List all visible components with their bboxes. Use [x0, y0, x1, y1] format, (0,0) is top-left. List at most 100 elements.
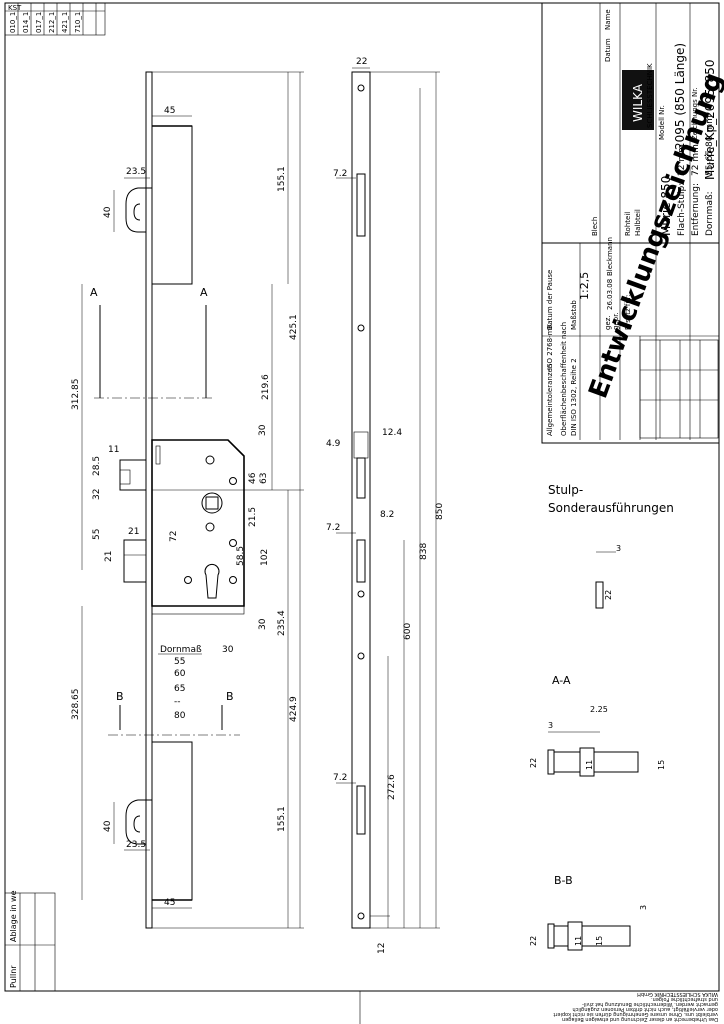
dim-label: 45	[164, 106, 175, 116]
dim-label: 272.6	[387, 774, 397, 800]
dim-label: 72	[169, 531, 179, 542]
datum-label: Datum	[604, 38, 612, 62]
dim-label: 22	[529, 758, 538, 768]
stulp-detail: Stulp- Sonderausführungen 3 22	[548, 483, 674, 609]
dim-label: 11	[585, 760, 594, 770]
dim-label: 7.2	[326, 523, 340, 533]
title-block: WILKA SCHLIESSTECHNIK Modell Nr. 2095 (8…	[541, 2, 720, 444]
dim-label: 12	[377, 943, 387, 954]
drawing-frame	[4, 2, 720, 992]
dim-label: 21.5	[248, 507, 258, 527]
dim-label: 45	[164, 898, 175, 908]
dim-label: 23.5	[126, 840, 146, 850]
dim-label: 40	[103, 820, 113, 832]
revision-row: 212_1	[48, 12, 56, 33]
dim-label: 7.2	[333, 773, 347, 783]
faceplate-side-view	[351, 71, 371, 929]
rohteil-label: Rohteil	[624, 212, 632, 236]
dim-label: 30	[258, 424, 268, 436]
dim-label: 28.5	[92, 456, 102, 476]
dim-label: 55	[92, 529, 102, 540]
dim-label: 22	[604, 590, 613, 600]
allg-tol-label: Allgemeintoleranzen	[546, 364, 554, 436]
footer-line: Das Urheberrecht an dieser Zeichnung und…	[562, 1016, 718, 1022]
section-aa-title: A-A	[552, 674, 571, 687]
section-bb: B-B 3 22 11 15	[529, 874, 648, 951]
footer-line: gemacht werden. Widerrechtliche Benutzun…	[582, 1001, 718, 1007]
lock-front-view	[119, 71, 245, 929]
section-aa: A-A 2.25 3 22 11 15	[529, 674, 666, 777]
gez-date: 26.03.08	[606, 279, 614, 310]
halbteil-label: Halbteil	[634, 209, 642, 236]
dim-label: 23.5	[126, 167, 146, 177]
revision-row: 014_1	[22, 12, 30, 33]
massstab-label: Maßstab	[570, 300, 578, 330]
dim-label: 7.2	[333, 169, 347, 179]
company-sub: SCHLIESSTECHNIK	[646, 63, 654, 128]
section-a-right: A	[200, 286, 208, 299]
dim-label: 424.9	[289, 696, 299, 722]
dim-label: 850	[435, 503, 445, 520]
dim-label: 12.4	[382, 428, 402, 438]
ersatz-label: Ersatz für:	[624, 294, 632, 330]
dim-label: 21	[104, 551, 114, 562]
section-markers: A A B B	[90, 286, 240, 736]
werkstoff-label: Blech	[591, 217, 599, 236]
footer-line: WILKA SCHLIESSTECHNIK GmbH	[637, 991, 718, 997]
dim-label: 4.9	[326, 439, 341, 449]
footer-line: oder vervielfältigt, auch nicht dritten …	[572, 1006, 718, 1012]
revision-table: KST 010_1 014_1 017_1 212_1 421_1 710_1	[4, 2, 106, 36]
gepr-label: gepr.	[612, 312, 620, 330]
dim-label: 22	[356, 57, 367, 67]
section-b-left: B	[116, 690, 124, 703]
flach-label: Flach-Stulp:	[677, 183, 687, 236]
gez-label: gez.	[604, 315, 612, 330]
dim-label: 2.25	[590, 705, 608, 714]
dim-label: 11	[108, 445, 119, 455]
datum-pause-label: Datum der Pause	[546, 270, 554, 330]
dim-label: 425.1	[289, 314, 299, 340]
dimensions-side: 22 7.2 12.4 4.9 8.2 7.2 600 838 850 272.…	[326, 57, 445, 954]
dimensions-left: 45 23.5 40 312.85 11 28.5 32 55 21 21 72…	[71, 106, 192, 909]
gez-name: Bleckmann	[606, 237, 614, 276]
dornmass-table: Dornmaß 30 55 60 65 -- 80	[158, 645, 234, 721]
dornmass-value: 55	[174, 657, 185, 667]
dim-label: 15	[657, 760, 666, 770]
oberfl-label: Oberflächenbeschaffenheit nach	[560, 322, 568, 436]
company-name: WILKA	[631, 83, 645, 122]
dorn-value: 55-65,80 mm	[705, 115, 715, 176]
dim-label: 838	[419, 543, 429, 560]
dim-label: 219.6	[261, 374, 271, 400]
dim-label: 15	[595, 936, 604, 946]
name-label: Name	[604, 9, 612, 30]
dornmass-value: 65	[174, 684, 185, 694]
dim-label: 40	[103, 206, 113, 218]
footer-line: und strafrechtliche Folgen.	[651, 996, 718, 1002]
dim-label: 11	[574, 936, 583, 946]
dim-label: 155.1	[277, 166, 287, 192]
dim-label: 3	[548, 721, 553, 730]
wilka-logo	[622, 70, 654, 130]
dim-label: 328.65	[71, 689, 81, 721]
entf-value: 72 mm	[691, 144, 701, 176]
oberfl-norm: DIN ISO 1302, Reihe 2	[570, 358, 578, 436]
dim-label: 30	[222, 645, 234, 655]
revision-row: 010_1	[9, 12, 17, 33]
modell-value: 2095 (850 Länge)	[673, 43, 687, 150]
dimensions-center: 155.1 425.1 219.6 30 46 63 21.5 58.5 102…	[152, 71, 304, 929]
revision-row: 710_1	[74, 12, 82, 33]
pullnr-label: Pullnr	[9, 965, 18, 988]
dim-label: 3	[616, 544, 621, 553]
dim-label: 32	[92, 489, 102, 500]
section-bb-title: B-B	[554, 874, 573, 887]
section-b-right: B	[226, 690, 234, 703]
modell-label: Modell Nr.	[658, 105, 666, 140]
dim-label: 3	[639, 905, 648, 910]
revision-row: 421_1	[61, 12, 69, 33]
massstab-value: 1:2,5	[578, 272, 591, 300]
ablage-label: Ablage in we	[9, 890, 18, 942]
dim-label: 235.4	[277, 610, 287, 636]
entf-label: Entfernung:	[691, 183, 701, 236]
dornmass-value: --	[174, 697, 181, 707]
